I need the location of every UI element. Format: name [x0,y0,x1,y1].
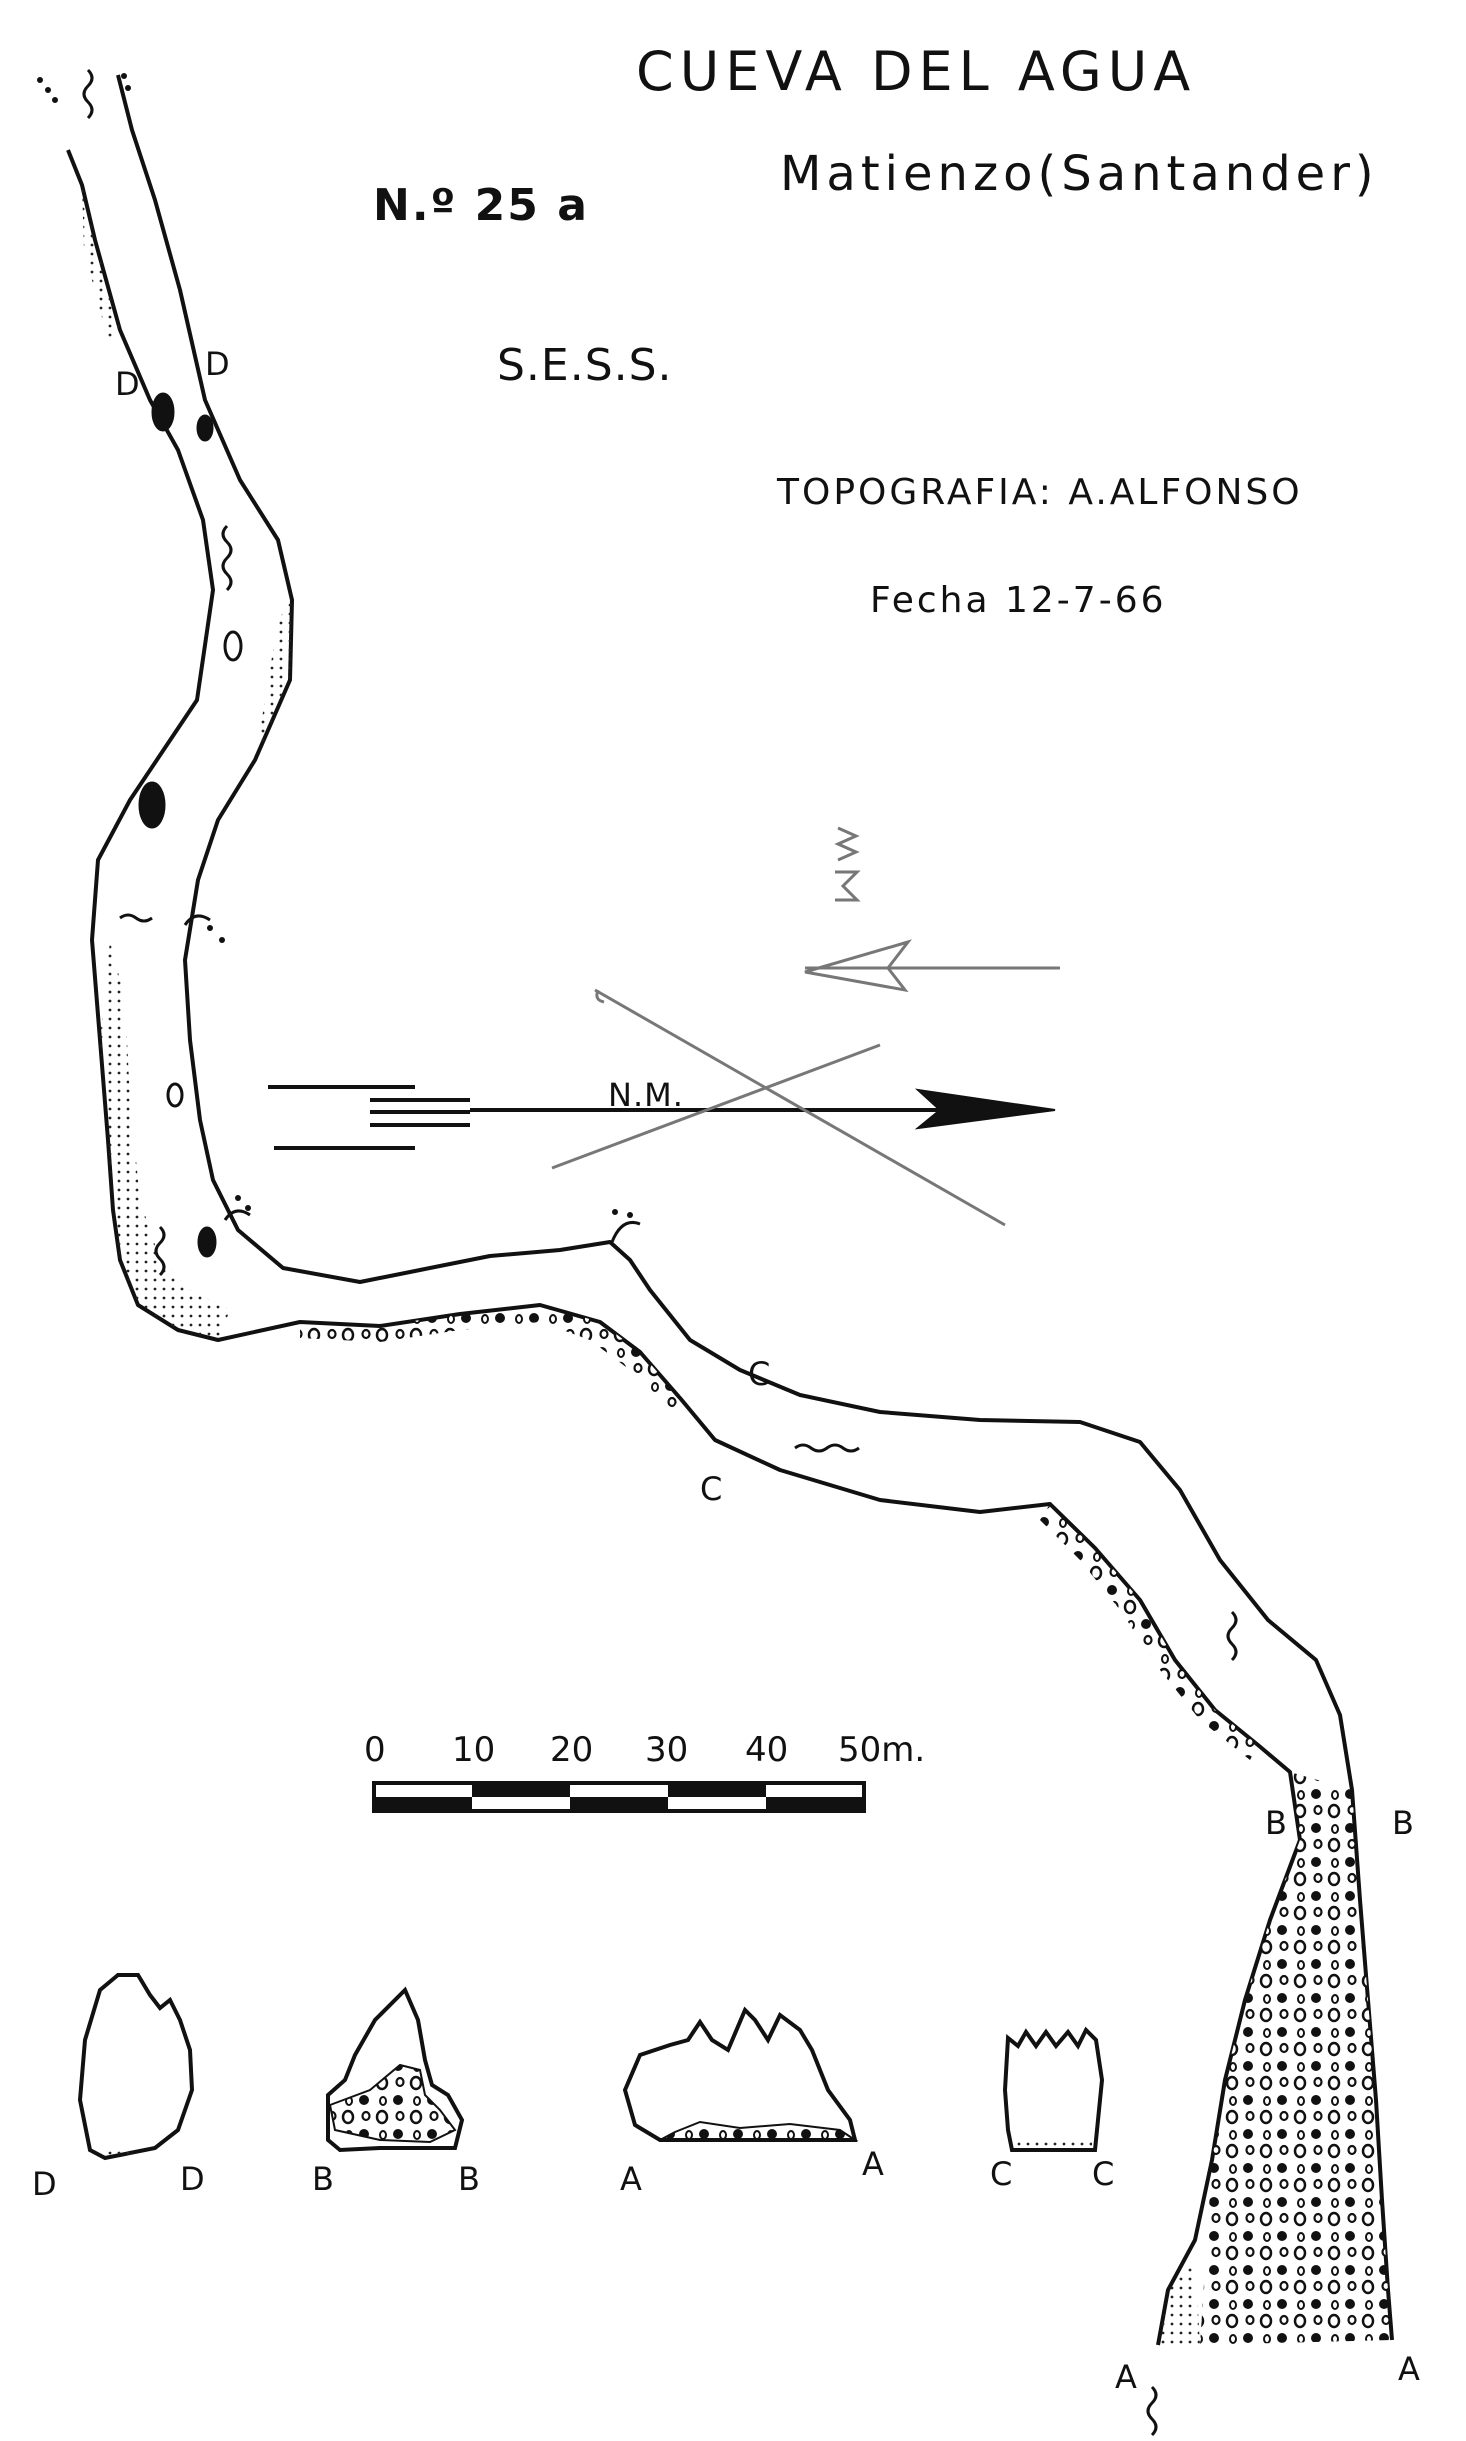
north-arrow [268,1085,1056,1150]
section-mark-b-right: B [1392,1804,1414,1842]
section-mark-a-right: A [1398,2350,1420,2388]
cross-section-c-left-label: C [990,2155,1013,2193]
cross-section-a-right-label: A [862,2145,884,2183]
cave-passage [66,74,1394,2346]
section-mark-a-left: A [1115,2358,1137,2396]
boulder-fill [300,1305,1392,2345]
scale-tick-label: 0 [364,1730,386,1770]
section-mark-d-right: D [205,345,230,383]
survey-credit: TOPOGRAFIA: A.ALFONSO [777,472,1303,513]
section-mark-d-left: D [115,365,140,403]
scale-bar [372,1781,866,1813]
cave-number: N.º 25 a [373,180,589,231]
cross-section-b-right-label: B [458,2160,480,2198]
scale-tick-label: 20 [550,1730,594,1770]
scale-tick-label: 40 [745,1730,789,1770]
cross-section-a [622,2006,859,2142]
boulder-symbols [138,392,243,1258]
cross-section-d [77,1973,195,2161]
cross-section-d-left-label: D [32,2165,57,2203]
pencil-marks [551,826,1060,1227]
water-flow-symbols [82,68,1238,2437]
survey-title: CUEVA DEL AGUA [636,40,1197,103]
cross-section-c-right-label: C [1092,2155,1115,2193]
passage-continuation [37,73,633,1218]
scale-tick-label: 50m. [838,1730,926,1770]
side-passages [183,914,641,1243]
scale-tick-label: 30 [645,1730,689,1770]
survey-date: Fecha 12-7-66 [870,580,1167,621]
sediment-stipple [82,185,1200,2345]
organisation: S.E.S.S. [497,340,673,391]
north-arrow-label: N.M. [608,1076,684,1114]
cross-section-b-left-label: B [312,2160,334,2198]
section-mark-c-upper: C [748,1355,771,1393]
section-mark-b-left: B [1265,1804,1287,1842]
cross-section-b [326,1986,465,2153]
section-mark-c-lower: C [700,1470,723,1508]
cross-section-d-right-label: D [180,2160,205,2198]
cross-section-a-left-label: A [620,2160,642,2198]
scale-tick-label: 10 [452,1730,496,1770]
survey-location: Matienzo(Santander) [780,146,1379,202]
cross-section-c [1002,2026,1105,2152]
